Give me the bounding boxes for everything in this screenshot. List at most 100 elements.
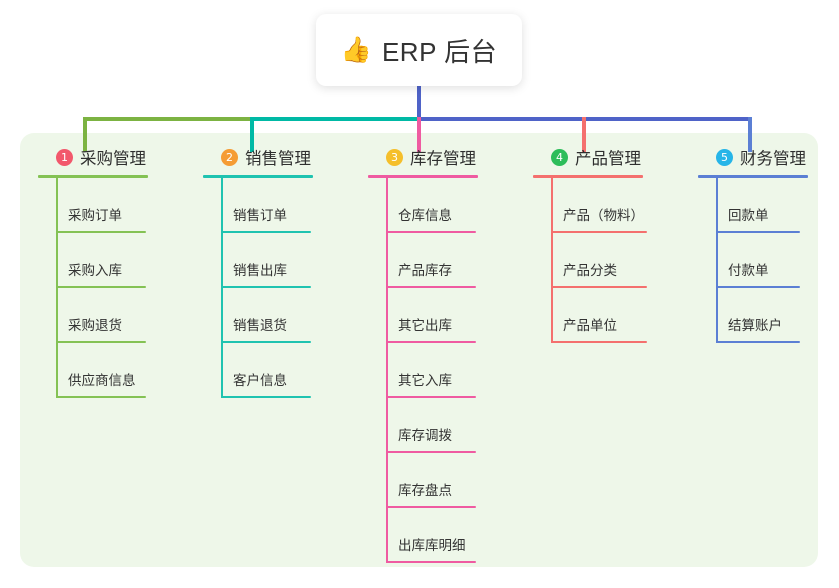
leaf-connector-stem	[386, 178, 388, 233]
leaf-node[interactable]: 出库库明细	[368, 508, 478, 563]
branch-header-underline	[368, 175, 478, 178]
leaf-node-label: 其它出库	[398, 318, 452, 333]
leaf-node-label: 产品分类	[563, 263, 617, 278]
root-node-title: ERP 后台	[381, 36, 498, 67]
leaf-node[interactable]: 销售退货	[203, 288, 313, 343]
leaf-node-label: 产品单位	[563, 318, 617, 333]
root-node-card[interactable]: 👍 ERP 后台	[316, 14, 522, 86]
leaf-connector-stem	[386, 398, 388, 453]
leaf-connector-stem	[56, 343, 58, 398]
leaf-node-label: 其它入库	[398, 373, 452, 388]
leaf-connector-stem	[551, 233, 553, 288]
leaf-connector-stem	[221, 233, 223, 288]
leaf-connector-stem	[56, 178, 58, 233]
branch-column-5: 5 财务管理回款单付款单结算账户	[698, 145, 808, 343]
leaf-node[interactable]: 采购退货	[38, 288, 148, 343]
leaf-node[interactable]: 库存盘点	[368, 453, 478, 508]
leaf-node[interactable]: 产品（物料）	[533, 178, 647, 233]
leaf-node-underline	[56, 286, 146, 288]
leaf-node-underline	[386, 451, 476, 453]
leaf-node[interactable]: 仓库信息	[368, 178, 478, 233]
leaf-node[interactable]: 销售订单	[203, 178, 313, 233]
leaf-connector-stem	[716, 178, 718, 233]
leaf-node-underline	[551, 286, 647, 288]
leaf-node-label: 采购退货	[68, 318, 122, 333]
branch-header-1[interactable]: 1 采购管理	[38, 145, 148, 169]
leaf-node[interactable]: 产品库存	[368, 233, 478, 288]
leaf-node-underline	[551, 231, 647, 233]
leaf-node-underline	[551, 341, 647, 343]
leaf-connector-stem	[716, 233, 718, 288]
leaf-connector-stem	[221, 178, 223, 233]
leaf-node-underline	[56, 396, 146, 398]
leaf-node-underline	[386, 396, 476, 398]
leaf-connector-stem	[386, 508, 388, 563]
leaf-node-label: 产品（物料）	[563, 208, 644, 223]
leaf-node[interactable]: 其它入库	[368, 343, 478, 398]
branch-header-label: 销售管理	[245, 150, 311, 168]
leaf-node-underline	[221, 231, 311, 233]
branch-column-1: 1 采购管理采购订单采购入库采购退货供应商信息	[38, 145, 148, 398]
leaf-node-label: 销售出库	[233, 263, 287, 278]
leaf-node[interactable]: 产品分类	[533, 233, 647, 288]
leaf-node-label: 付款单	[728, 263, 769, 278]
leaf-node-underline	[221, 286, 311, 288]
leaf-node[interactable]: 结算账户	[698, 288, 808, 343]
leaf-node[interactable]: 产品单位	[533, 288, 647, 343]
branch-header-underline	[38, 175, 148, 178]
leaf-node-label: 产品库存	[398, 263, 452, 278]
leaf-node-underline	[716, 341, 800, 343]
branch-header-label: 财务管理	[740, 150, 806, 168]
branch-header-4[interactable]: 4 产品管理	[533, 145, 643, 169]
leaf-connector-stem	[221, 343, 223, 398]
leaf-node[interactable]: 其它出库	[368, 288, 478, 343]
branch-number-badge: 1	[56, 148, 73, 166]
leaf-node-underline	[56, 231, 146, 233]
leaf-node-underline	[386, 506, 476, 508]
leaf-node[interactable]: 库存调拨	[368, 398, 478, 453]
leaf-node-label: 仓库信息	[398, 208, 452, 223]
leaf-connector-stem	[386, 288, 388, 343]
leaf-node-label: 销售订单	[233, 208, 287, 223]
leaf-node-underline	[56, 341, 146, 343]
branch-header-label: 采购管理	[80, 150, 146, 168]
branch-header-label: 产品管理	[575, 150, 641, 168]
leaf-node[interactable]: 采购入库	[38, 233, 148, 288]
leaf-node[interactable]: 采购订单	[38, 178, 148, 233]
leaf-connector-stem	[551, 178, 553, 233]
leaf-node-underline	[221, 341, 311, 343]
leaf-connector-stem	[716, 288, 718, 343]
leaf-connector-stem	[386, 343, 388, 398]
branch-header-underline	[533, 175, 643, 178]
leaf-node-label: 回款单	[728, 208, 769, 223]
leaf-node[interactable]: 付款单	[698, 233, 808, 288]
leaf-connector-stem	[56, 233, 58, 288]
leaf-node-label: 客户信息	[233, 373, 287, 388]
leaf-node-label: 出库库明细	[398, 538, 466, 553]
branch-column-4: 4 产品管理产品（物料） 产品分类产品单位	[533, 145, 647, 343]
leaf-node-label: 库存调拨	[398, 428, 452, 443]
leaf-connector-stem	[221, 288, 223, 343]
thumbs-up-icon: 👍	[340, 35, 372, 64]
leaf-node[interactable]: 回款单	[698, 178, 808, 233]
leaf-node[interactable]: 供应商信息	[38, 343, 148, 398]
leaf-node[interactable]: 销售出库	[203, 233, 313, 288]
leaf-node-underline	[386, 286, 476, 288]
leaf-node-underline	[386, 231, 476, 233]
leaf-node-label: 采购订单	[68, 208, 122, 223]
branch-number-badge: 5	[716, 148, 733, 166]
branch-number-badge: 4	[551, 148, 568, 166]
leaf-node-label: 库存盘点	[398, 483, 452, 498]
leaf-connector-stem	[386, 233, 388, 288]
leaf-node[interactable]: 客户信息	[203, 343, 313, 398]
leaf-node-underline	[221, 396, 311, 398]
diagram-background-panel	[20, 133, 818, 567]
leaf-connector-stem	[56, 288, 58, 343]
branch-header-5[interactable]: 5 财务管理	[698, 145, 808, 169]
branch-header-underline	[203, 175, 313, 178]
